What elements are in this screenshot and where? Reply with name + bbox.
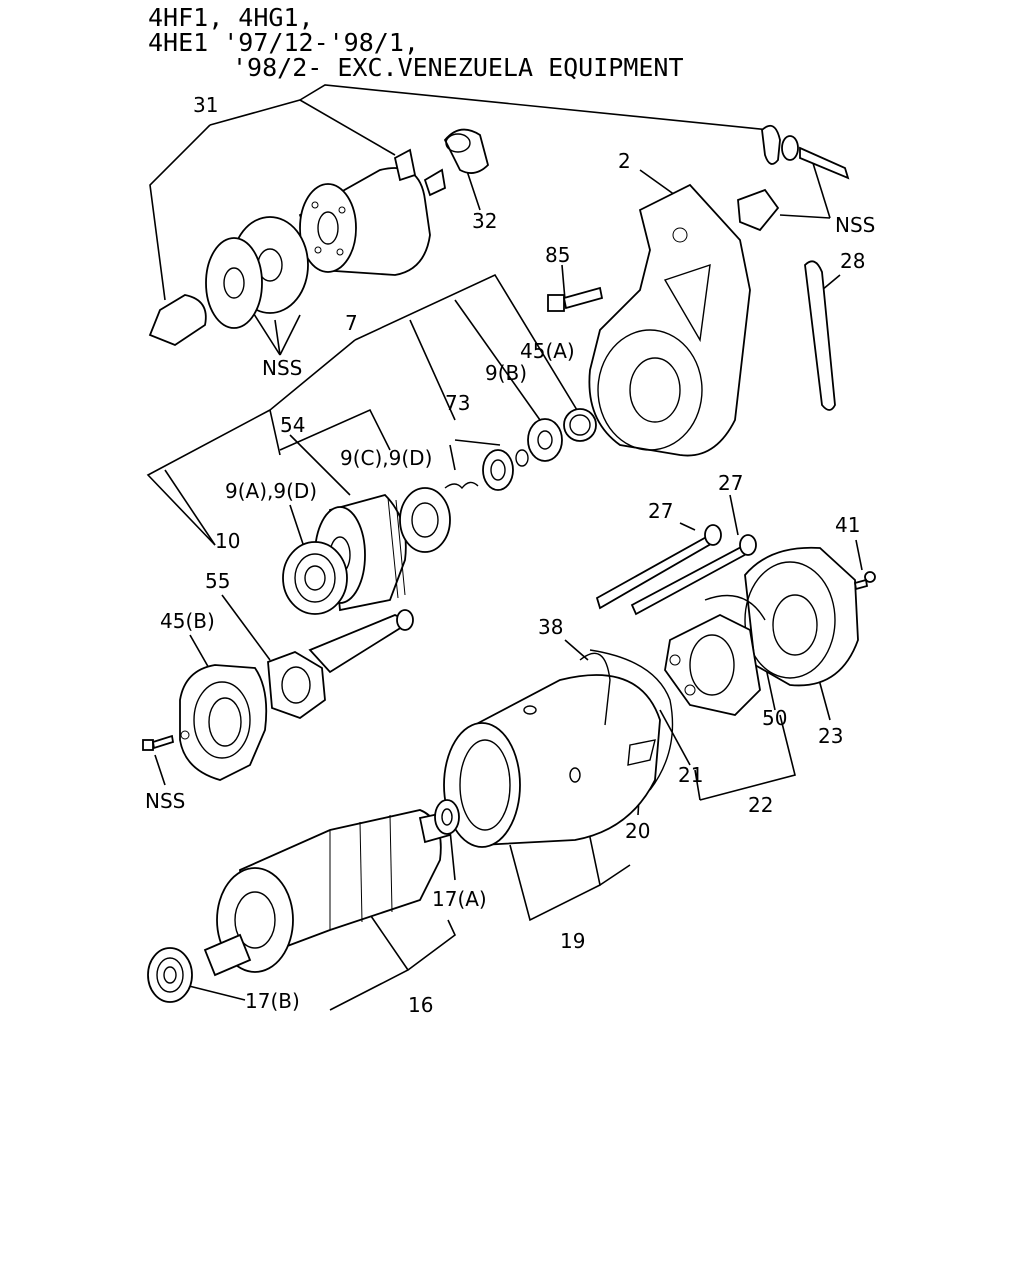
label-20: 20 xyxy=(625,819,650,843)
through-bolts-27 xyxy=(595,524,757,616)
bearing-9c-9d xyxy=(399,487,451,553)
label-73: 73 xyxy=(445,391,470,415)
label-7: 7 xyxy=(345,311,358,335)
label-23: 23 xyxy=(818,724,843,748)
bearing-17a xyxy=(434,799,460,835)
bracket-45b xyxy=(179,664,268,781)
label-41: 41 xyxy=(835,513,860,537)
label-45b: 45(B) xyxy=(160,609,215,633)
label-50: 50 xyxy=(762,706,787,730)
label-22: 22 xyxy=(748,793,773,817)
label-9a-9d: 9(A),9(D) xyxy=(225,479,317,503)
bearing-9a-9d xyxy=(282,541,348,615)
bearing-9b xyxy=(527,418,563,462)
label-9c-9d: 9(C),9(D) xyxy=(340,446,432,470)
header-line-1: 4HF1, 4HG1, xyxy=(148,3,314,32)
callout-labels: 31 32 2 NSS 28 85 NSS 7 45(A) 9(B) 73 54… xyxy=(145,93,875,1017)
label-nss-top: NSS xyxy=(835,213,875,237)
band-38 xyxy=(589,649,674,791)
nss-screw-bottom xyxy=(142,734,175,751)
label-45a: 45(A) xyxy=(520,339,575,363)
bolt-85 xyxy=(547,286,604,312)
solenoid-switch-31 xyxy=(148,148,447,347)
header-line-3: '98/2- EXC.VENEZUELA EQUIPMENT xyxy=(232,53,684,82)
label-2: 2 xyxy=(618,149,631,173)
nss-bolt-top xyxy=(737,124,850,232)
screw-41 xyxy=(853,571,876,591)
label-nss-left: NSS xyxy=(262,356,302,380)
label-32: 32 xyxy=(472,209,497,233)
clutch-55 xyxy=(267,651,326,720)
rear-cover-23 xyxy=(744,546,859,687)
label-16: 16 xyxy=(408,993,433,1017)
label-28: 28 xyxy=(840,249,865,273)
label-31: 31 xyxy=(193,93,218,117)
stop-ring-73 xyxy=(444,449,529,491)
yoke-19 xyxy=(443,652,661,848)
armature-16 xyxy=(203,809,451,977)
label-19: 19 xyxy=(560,929,585,953)
label-85: 85 xyxy=(545,243,570,267)
brush-holder-22 xyxy=(664,594,766,716)
drive-housing-2 xyxy=(588,183,751,457)
label-55: 55 xyxy=(205,569,230,593)
label-10: 10 xyxy=(215,529,240,553)
label-21: 21 xyxy=(678,763,703,787)
label-38: 38 xyxy=(538,615,563,639)
bearing-17b xyxy=(147,947,193,1003)
header-line-2: 4HE1 '97/12-'98/1, xyxy=(148,28,419,57)
snap-ring-45a xyxy=(563,408,597,442)
label-27-a: 27 xyxy=(648,499,673,523)
shaft-10 xyxy=(308,609,414,674)
label-nss-bottom: NSS xyxy=(145,789,185,813)
lever-28 xyxy=(804,260,836,411)
label-17b: 17(B) xyxy=(245,989,300,1013)
label-17a: 17(A) xyxy=(432,887,487,911)
boot-32 xyxy=(443,128,490,174)
label-27-b: 27 xyxy=(718,471,743,495)
label-9b: 9(B) xyxy=(485,361,527,385)
label-54: 54 xyxy=(280,413,305,437)
